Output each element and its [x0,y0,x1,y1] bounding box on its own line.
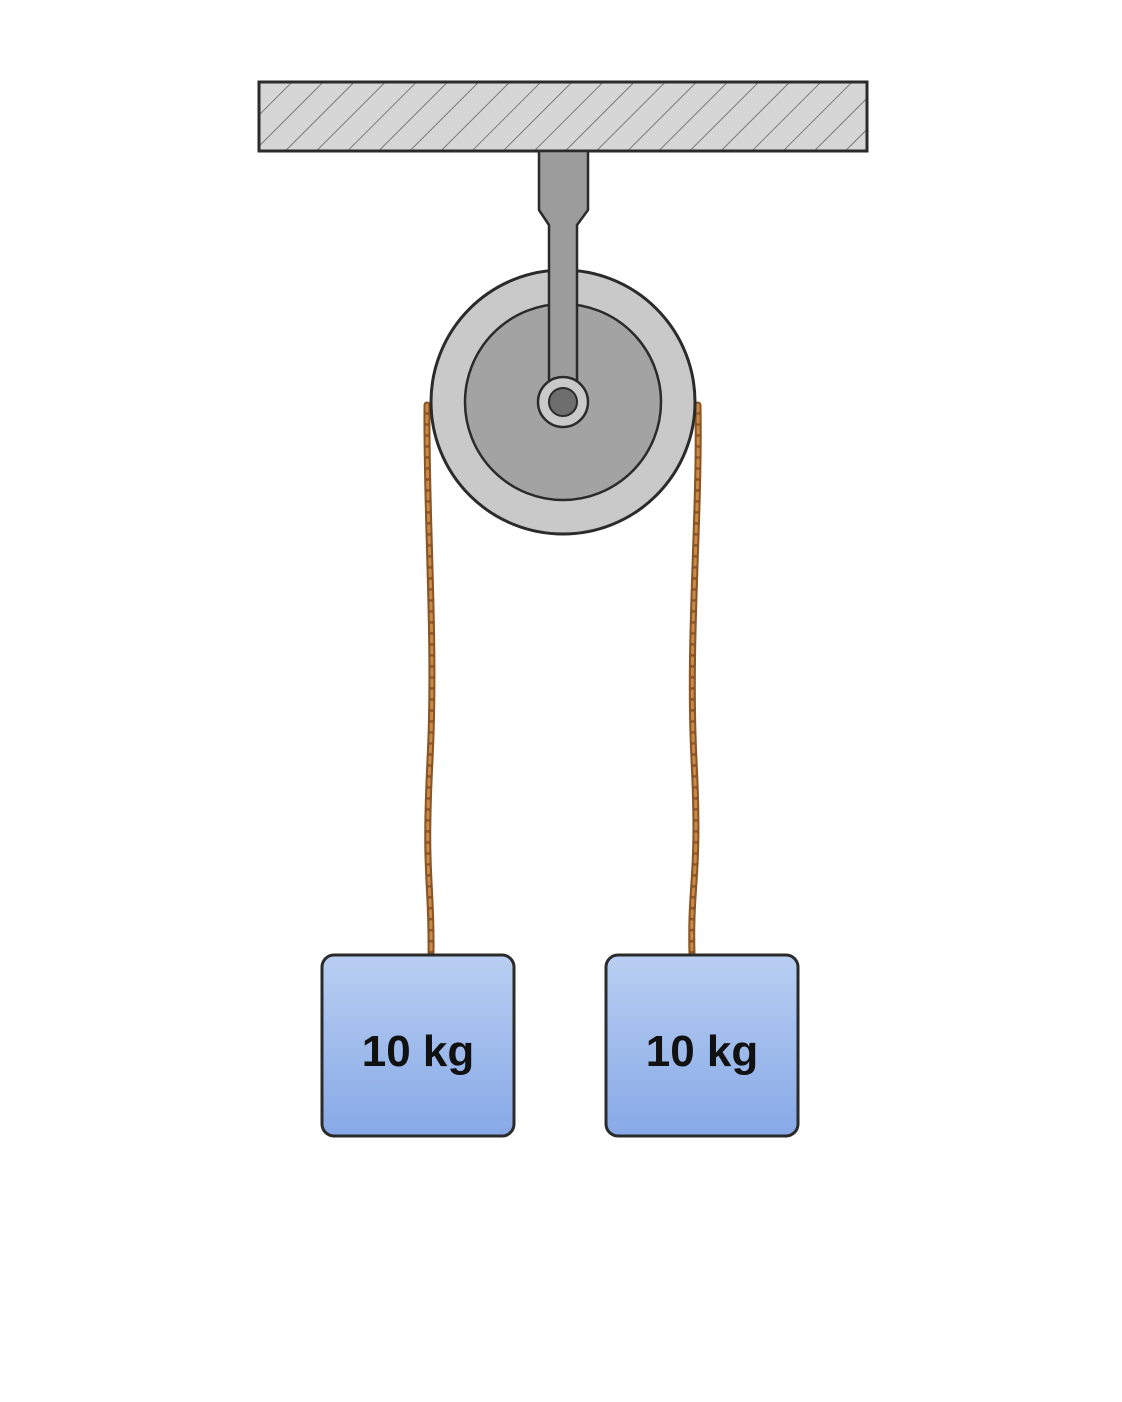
right-mass-label: 10 kg [646,1027,759,1076]
axle-pin [548,387,578,417]
ceiling [257,80,869,153]
right-mass: 10 kg [604,953,800,1138]
left-mass: 10 kg [320,953,516,1138]
right-rope-highlight [690,403,700,957]
left-mass-label: 10 kg [362,1027,475,1076]
left-rope-highlight [425,403,434,957]
